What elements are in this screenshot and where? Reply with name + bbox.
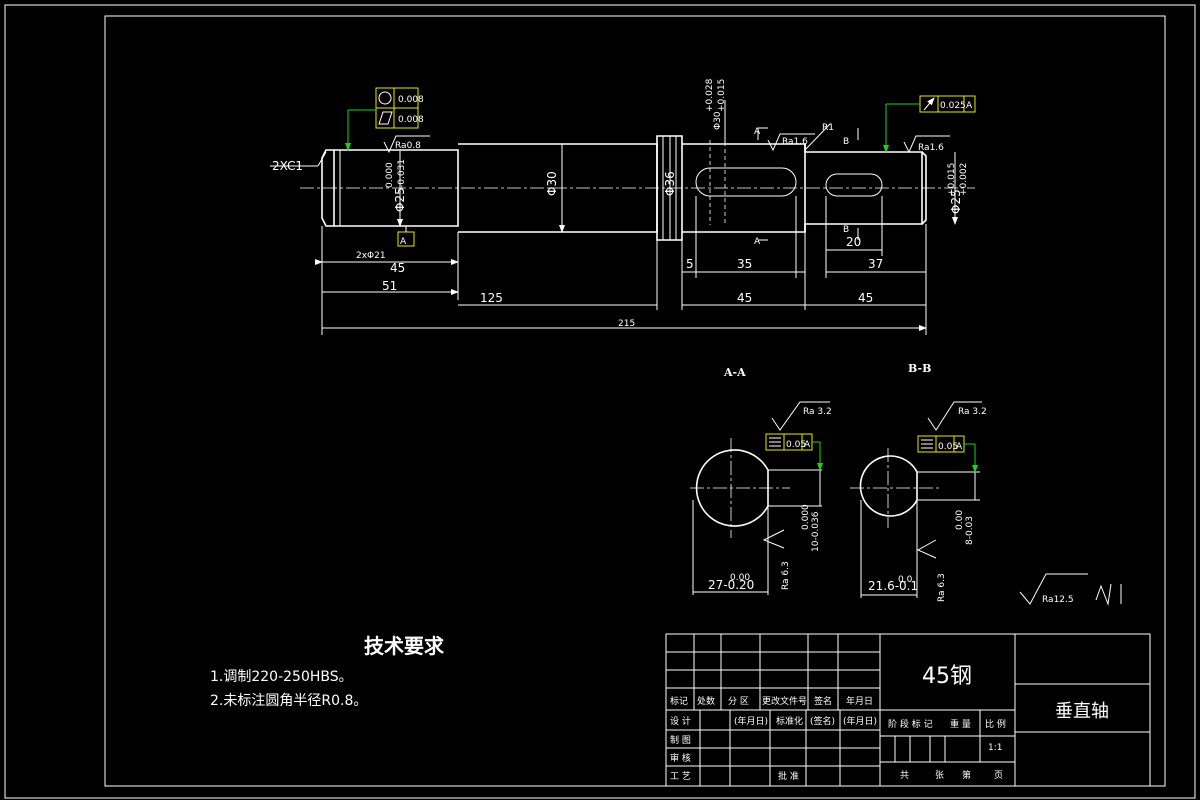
tech-req-title: 技术要求 — [364, 634, 444, 658]
d30-mid: Φ30 — [545, 171, 559, 196]
bb-sym-val: 0.05 — [938, 442, 958, 452]
dim-20: 20 — [846, 235, 861, 249]
tb-change-doc: 更改文件号 — [762, 695, 807, 707]
tb-date2: (年月日) — [843, 715, 877, 727]
section-AA — [690, 401, 830, 595]
tb-page: 页 — [994, 770, 1003, 781]
bb-w-up: 0.00 — [955, 510, 965, 530]
tb-total: 共 — [900, 770, 909, 781]
dim-45b: 45 — [737, 291, 752, 305]
aa-ra32: Ra 3.2 — [803, 407, 832, 417]
aa-sym-val: 0.05 — [786, 440, 806, 450]
tech-req-item-2: 2.未标注圆角半径R0.8。 — [210, 693, 368, 709]
dim-35: 35 — [737, 257, 752, 271]
ra16b-label: Ra1.6 — [918, 143, 944, 153]
d25-left-tol-up: 0.000 — [385, 162, 395, 188]
tb-date: 年月日 — [846, 695, 873, 707]
bb-w: 8-0.03 — [965, 516, 975, 545]
tb-check: 审 核 — [670, 752, 691, 764]
tb-sign: 签名 — [814, 695, 832, 707]
gdt-runout-val: 0.025 — [940, 101, 966, 111]
bb-d-up: 0.0 — [898, 575, 913, 585]
d25-left-tol-dn: -0.031 — [397, 159, 407, 188]
aa-d-up: 0.00 — [730, 573, 750, 583]
ra16a-label: Ra1.6 — [782, 137, 808, 147]
dim-37: 37 — [868, 257, 883, 271]
tb-sig2: (签名) — [810, 715, 835, 727]
gdt-frames — [345, 87, 976, 247]
dim-45a: 45 — [390, 261, 405, 275]
dim-215: 215 — [618, 319, 635, 329]
tb-scale-value: 1:1 — [988, 743, 1002, 753]
d25-right: Φ25 — [949, 189, 963, 214]
dim-5: 5 — [686, 257, 694, 271]
tb-ratio: 比 例 — [985, 718, 1006, 730]
gdt-left-cyl: 0.008 — [398, 115, 424, 125]
tb-mark: 标记 — [670, 695, 688, 707]
tb-std: 标准化 — [776, 715, 803, 727]
tech-req-item-1: 1.调制220-250HBS。 — [210, 669, 353, 685]
tb-zone: 分 区 — [728, 696, 749, 707]
title-block — [665, 633, 1151, 787]
d25-left: Φ25 — [393, 187, 407, 212]
gdt-left-circ: 0.008 — [398, 95, 424, 105]
datum-label: A — [400, 237, 407, 247]
aa-w-up: 0.000 — [801, 504, 811, 530]
tb-design: 设 计 — [670, 715, 691, 727]
bb-ra63: Ra 6.3 — [937, 573, 947, 602]
d25-right-tol-dn: +0.002 — [959, 163, 969, 196]
aa-w: 10-0.036 — [811, 511, 821, 552]
chamfer-label: 2XC1 — [272, 159, 303, 173]
tb-page-no: 第 — [962, 769, 971, 781]
tb-sheets: 张 — [935, 770, 944, 781]
aa-sym-datum: A — [804, 440, 811, 450]
d36: Φ36 — [663, 171, 677, 196]
d25-right-tol-up: +0.015 — [947, 163, 957, 196]
d30-top-tol-dn: +0.015 — [717, 79, 727, 112]
section-BB — [850, 401, 982, 598]
main-dimensions — [270, 100, 958, 335]
keyway-A — [695, 167, 797, 197]
material-label: 45钢 — [922, 664, 972, 689]
shaft-main-view — [300, 100, 975, 241]
ra08-label: Ra0.8 — [395, 141, 421, 151]
section-label-bb: B-B — [908, 362, 931, 375]
dim-51: 51 — [382, 279, 397, 293]
tb-draw: 制 图 — [670, 734, 691, 746]
section-label-aa: A-A — [723, 366, 746, 379]
outer-frame — [4, 4, 1196, 799]
tb-stage: 阶 段 标 记 — [888, 718, 933, 730]
tb-count: 处数 — [697, 695, 715, 707]
sec-a-dn: A — [754, 237, 761, 247]
sec-a-up: A — [754, 127, 761, 137]
gdt-runout-datum: A — [966, 101, 973, 111]
part-name: 垂直轴 — [1055, 701, 1109, 722]
dim-125: 125 — [480, 291, 503, 305]
general-roughness-symbol — [1019, 573, 1088, 605]
d30-top-tol-up: +0.028 — [705, 78, 715, 112]
groove-label: 2xΦ21 — [356, 251, 386, 261]
bb-ra32: Ra 3.2 — [958, 407, 987, 417]
r1-label: R1 — [822, 123, 834, 133]
tb-date1: (年月日) — [734, 715, 768, 727]
keyway-B — [825, 173, 883, 197]
dim-45c: 45 — [858, 291, 873, 305]
tb-weight: 重 量 — [950, 718, 971, 730]
sec-b-up: B — [843, 137, 849, 147]
d30-top: Φ30 — [713, 111, 723, 130]
tb-craft: 工 艺 — [670, 771, 691, 782]
sec-b-dn: B — [843, 225, 849, 235]
inner-frame — [104, 15, 1166, 787]
aa-ra63: Ra 6.3 — [781, 561, 791, 590]
bb-d: 21.6-0.1 — [868, 579, 918, 593]
aa-d: 27-0.20 — [708, 578, 754, 592]
general-ra-label: Ra12.5 — [1042, 595, 1074, 605]
bb-sym-datum: A — [956, 442, 963, 452]
tb-approve: 批 准 — [778, 770, 799, 782]
